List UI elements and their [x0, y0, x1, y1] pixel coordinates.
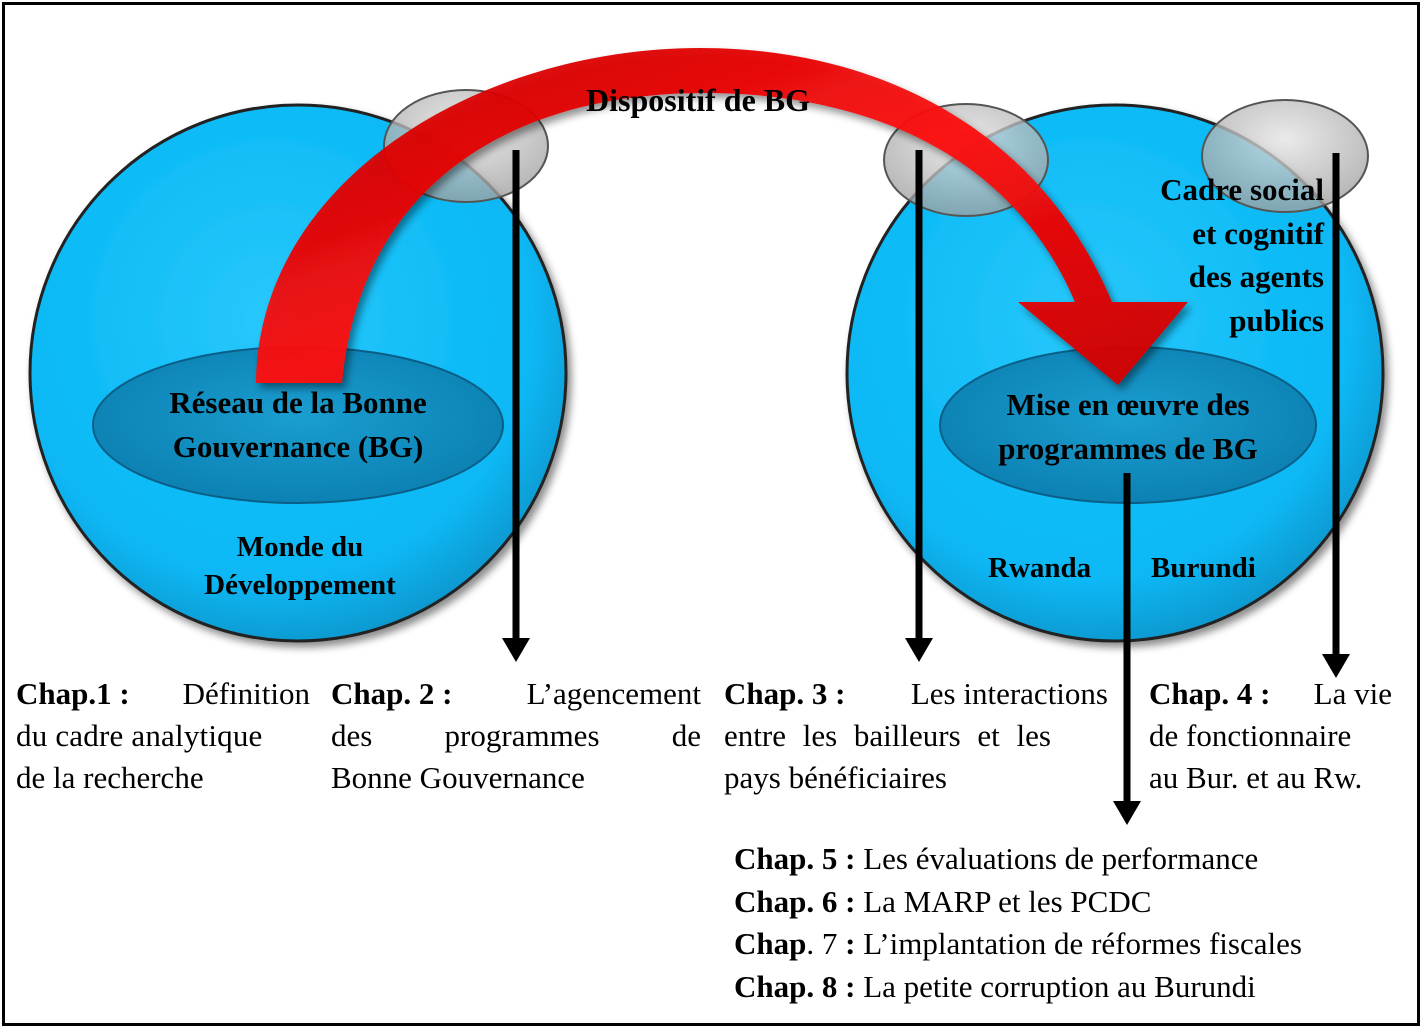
country-burundi: Burundi — [1151, 552, 1256, 584]
public-agents-frame-label-line2: et cognitif — [1192, 215, 1324, 251]
chapter-7-label-number: . 7 — [806, 926, 838, 961]
chapter-4-line2: de fonctionnaire — [1149, 718, 1352, 753]
development-world-caption-line1: Monde du — [236, 531, 364, 563]
country-rwanda: Rwanda — [988, 552, 1092, 584]
bg-implementation-label-line2: programmes de BG — [998, 430, 1258, 466]
chapter-6-line: Chap. 6 : La MARP et les PCDC — [734, 881, 1302, 924]
public-agents-frame-label: Cadre social et cognitif des agents publ… — [1100, 168, 1324, 342]
chapter-4-text: Chap. 4 : La vie de fonctionnaire au Bur.… — [1149, 673, 1399, 799]
chapter-3-line2: entre les bailleurs et les — [724, 718, 1051, 753]
chapter-3-line1-text: Les interactions — [910, 676, 1108, 711]
development-world-caption-line2: Développement — [204, 569, 396, 602]
chapter-3-line3: pays bénéficiaires — [724, 760, 947, 795]
chapter-2-line2-word2: programmes — [444, 718, 600, 753]
chapter-8-label: Chap. 8 : — [734, 968, 856, 1004]
chapter-1-line1-text: Définition — [182, 676, 310, 711]
chapter-8-text: La petite corruption au Burundi — [863, 968, 1256, 1004]
chapter-4-label: Chap. 4 : — [1149, 676, 1271, 711]
chapter-1-line2: du cadre analytique — [16, 718, 263, 753]
chapter-2-arrow — [502, 150, 530, 662]
chapter-4-line1: Chap. 4 : La vie — [1149, 673, 1392, 715]
bg-network-label-line2: Gouvernance (BG) — [172, 428, 424, 464]
chapter-2-line3: Bonne Gouvernance — [331, 760, 585, 795]
chapters-5-8-arrow — [1113, 473, 1141, 825]
chapter-4-line1-text: La vie — [1313, 676, 1392, 711]
chapter-1-line3: de la recherche — [16, 760, 204, 795]
chapter-6-text: La MARP et les PCDC — [863, 883, 1152, 919]
chapter-2-label: Chap. 2 : — [331, 676, 453, 711]
chapter-2-line1: Chap. 2 : L’agencement — [331, 673, 701, 715]
chapter-4-line3: au Bur. et au Rw. — [1149, 760, 1363, 795]
chapter-7-line: Chap. 7 : L’implantation de réformes fis… — [734, 923, 1302, 966]
chapter-4-arrow — [1322, 153, 1350, 678]
public-agents-frame-label-line3: des agents — [1188, 259, 1324, 294]
bg-network-label-line1: Réseau de la Bonne — [169, 385, 427, 420]
bg-implementation-label-line1: Mise en œuvre des — [1006, 387, 1250, 422]
chapter-3-text: Chap. 3 : Les interactions entre les bail… — [724, 673, 1108, 799]
public-agents-frame-label-line4: publics — [1229, 302, 1324, 338]
chapter-2-line1-text: L’agencement — [526, 676, 701, 711]
diagram-title: Dispositif de BG — [586, 82, 811, 118]
chapter-7-label: Chap — [734, 926, 807, 961]
chapter-1-text: Chap.1 : Définition du cadre analytique d… — [16, 673, 310, 799]
chapter-5-text: Les évaluations de performance — [863, 841, 1259, 876]
chapter-1-label: Chap.1 : — [16, 676, 130, 711]
chapter-8-line: Chap. 8 : La petite corruption au Burund… — [734, 966, 1302, 1009]
red-arc-arrow — [256, 48, 1188, 385]
chapter-1-line1: Chap.1 : Définition — [16, 673, 310, 715]
chapter-3-line1: Chap. 3 : Les interactions — [724, 673, 1108, 715]
chapter-7-label-colon: : — [837, 926, 856, 961]
chapter-2-line2-word1: des — [331, 718, 373, 753]
public-agents-frame-label-line1: Cadre social — [1160, 172, 1324, 207]
chapter-7-text: L’implantation de réformes fiscales — [863, 926, 1302, 961]
bg-implementation-label: Mise en œuvre des programmes de BG — [938, 385, 1318, 468]
chapter-2-line2: des programmes de — [331, 715, 701, 757]
chapter-6-label: Chap. 6 : — [734, 883, 856, 919]
bg-network-label: Réseau de la Bonne Gouvernance (BG) — [98, 383, 498, 466]
chapter-3-label: Chap. 3 : — [724, 676, 846, 711]
chapter-5-label: Chap. 5 : — [734, 841, 856, 876]
chapters-5-8-list: Chap. 5 : Les évaluations de performance… — [734, 838, 1302, 1008]
gray-node-right — [1201, 99, 1369, 213]
chapter-2-text: Chap. 2 :L’agencement des programmes de … — [331, 673, 701, 799]
chapter-2-line2-word3: de — [671, 718, 701, 753]
chapter-5-line: Chap. 5 : Les évaluations de performance — [734, 838, 1302, 881]
chapter-3-arrow — [905, 150, 933, 662]
development-world-caption: Monde du Développement — [150, 528, 450, 605]
